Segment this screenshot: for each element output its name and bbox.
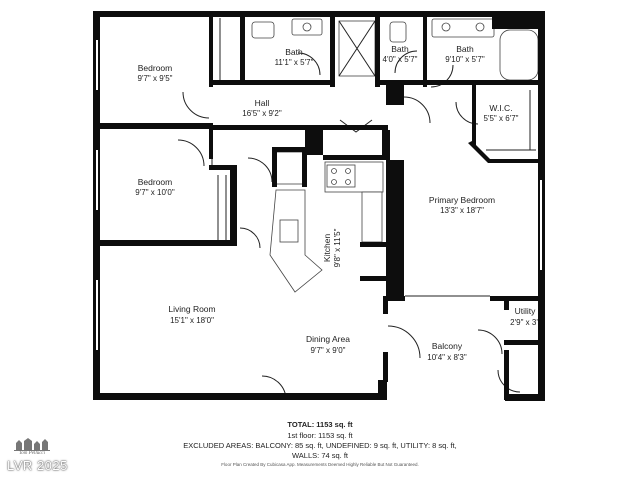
room-dim-bath-3: 9'10" x 5'7" [445, 55, 485, 64]
room-dim-dining-area: 9'7" x 9'0" [311, 346, 346, 355]
balcony-door-swing [387, 325, 421, 359]
double-sink-icon [431, 18, 495, 38]
room-name-dining-area: Dining Area [306, 334, 350, 344]
room-dim-utility: 2'9" x 3' [510, 318, 538, 327]
floor-area: 1st floor: 1153 sq. ft [287, 431, 353, 440]
room-dim-hall: 16'5" x 9'2" [242, 109, 282, 118]
watermark: LVR 2025 [7, 458, 68, 473]
room-dim-kitchen: 9'8" x 11'5" [333, 228, 342, 267]
room-dim-bath-2: 4'0" x 5'7" [383, 55, 418, 64]
kitchen-label-group: Kitchen 9'8" x 11'5" [322, 228, 342, 267]
room-dim-wic: 5'5" x 6'7" [484, 114, 519, 123]
room-name-living-room: Living Room [168, 304, 215, 314]
room-name-bath: Bath [285, 47, 303, 57]
logo-text: Tom Pellucci [18, 451, 46, 456]
door-swing [177, 139, 205, 167]
fridge-icon [275, 151, 305, 185]
toilet-icon [251, 21, 275, 39]
room-labels: Bedroom 9'7" x 9'5" Bath 11'1" x 5'7" Ba… [135, 44, 538, 362]
bathtub-icon [499, 29, 539, 81]
kitchen-sink-icon [279, 219, 299, 243]
room-dim-bedroom-2: 9'7" x 10'0" [135, 188, 175, 197]
room-name-bath-3: Bath [456, 44, 474, 54]
walls [93, 11, 545, 401]
room-name-primary-bedroom: Primary Bedroom [429, 195, 495, 205]
room-dim-primary-bedroom: 13'3" x 18'7" [440, 206, 484, 215]
room-name-bedroom-2: Bedroom [138, 177, 173, 187]
counter-icon [361, 191, 383, 243]
room-name-hall: Hall [255, 98, 270, 108]
excluded-areas: EXCLUDED AREAS: BALCONY: 85 sq. ft, UNDE… [183, 441, 457, 450]
toilet-icon [389, 21, 407, 43]
disclaimer-note: Floor Plan Created By Cubicasa App. Meas… [221, 462, 419, 467]
stove-icon [326, 164, 356, 188]
room-name-wic: W.I.C. [489, 103, 512, 113]
room-name-kitchen: Kitchen [322, 234, 332, 263]
room-name-balcony: Balcony [432, 341, 463, 351]
total-area: TOTAL: 1153 sq. ft [287, 420, 353, 429]
room-dim-living-room: 15'1" x 18'0" [170, 316, 214, 325]
walls-area: WALLS: 74 sq. ft [292, 451, 348, 460]
room-dim-bath: 11'1" x 5'7" [275, 58, 314, 67]
watermark-brand: LVR [7, 458, 33, 473]
room-dim-bedroom: 9'7" x 9'5" [138, 74, 173, 83]
window [96, 40, 98, 90]
room-name-utility: Utility [515, 306, 537, 316]
room-dim-balcony: 10'4" x 8'3" [427, 353, 467, 362]
fixtures [177, 18, 539, 401]
floor-plan: Bedroom 9'7" x 9'5" Bath 11'1" x 5'7" Ba… [93, 11, 545, 401]
brokerage-logo-icon [14, 438, 50, 451]
room-name-bath-2: Bath [391, 44, 409, 54]
watermark-year: 2025 [36, 458, 68, 473]
room-name-bedroom: Bedroom [138, 63, 173, 73]
